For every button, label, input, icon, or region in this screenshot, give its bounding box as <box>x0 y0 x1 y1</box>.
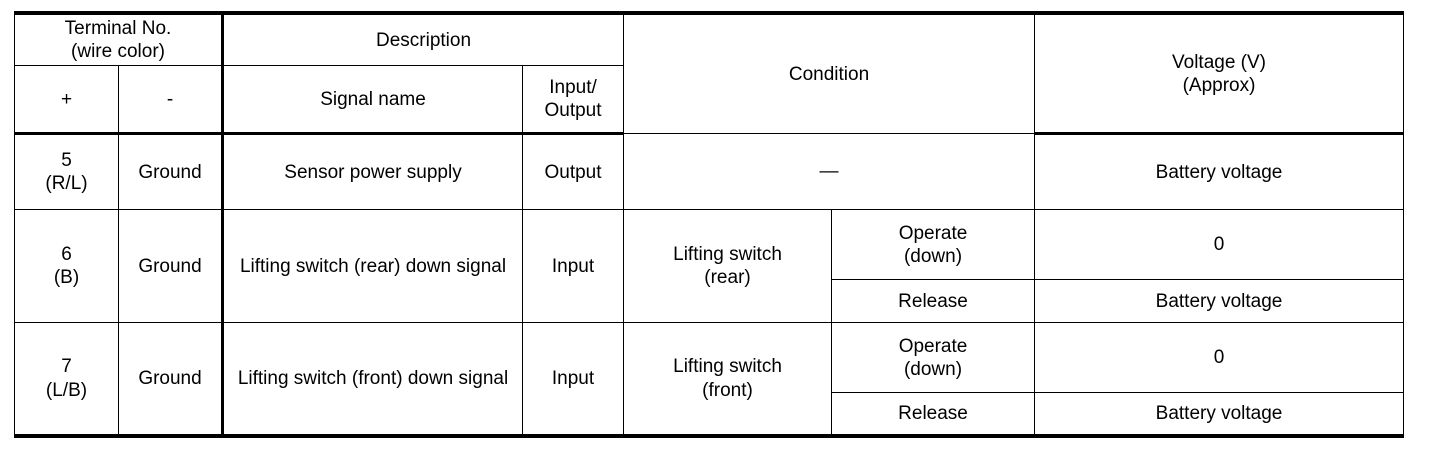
cell-terminal-plus: 7 (L/B) <box>14 322 119 438</box>
cell-input-output: Output <box>521 133 625 211</box>
header-row-sub: + - Signal name Input/ Output <box>14 65 1404 136</box>
condition-group-line2: (rear) <box>704 267 751 289</box>
cell-condition-group: Lifting switch (rear) <box>623 209 833 324</box>
cell-terminal-minus: Ground <box>118 133 224 211</box>
condition-group-line2: (front) <box>702 379 753 401</box>
condition-group-line1: Lifting switch <box>673 356 782 378</box>
terminal-voltage-table: Terminal No. (wire color) Description Co… <box>14 11 1405 438</box>
header-input-output-line1: Input/ <box>549 77 597 99</box>
cell-terminal-plus: 6 (B) <box>14 209 119 324</box>
header-signal-name: Signal name <box>222 65 523 136</box>
header-voltage-line1: Voltage (V) <box>1172 51 1267 73</box>
cell-terminal-minus: Ground <box>118 209 224 324</box>
condition-state-line2: (down) <box>903 358 963 380</box>
header-terminal-no: Terminal No. (wire color) <box>14 11 224 67</box>
header-condition: Condition <box>623 11 1036 135</box>
header-description: Description <box>221 11 625 67</box>
terminal-plus-number: 6 <box>61 244 72 266</box>
cell-voltage: Battery voltage <box>1034 133 1405 211</box>
terminal-plus-number: 7 <box>61 356 72 378</box>
header-terminal-plus: + <box>14 65 119 136</box>
header-input-output: Input/ Output <box>521 65 625 136</box>
cell-condition-state: Release <box>831 392 1036 438</box>
cell-condition-group: Lifting switch (front) <box>623 322 833 438</box>
cell-terminal-plus: 5 (R/L) <box>14 133 119 211</box>
table-row: 5 (R/L) Ground Sensor power supply Outpu… <box>14 133 1405 211</box>
header-row-top: Terminal No. (wire color) Description Co… <box>14 11 1405 136</box>
header-voltage-line2: (Approx) <box>1182 74 1256 96</box>
header-terminal-no-line2: (wire color) <box>71 41 165 63</box>
cell-voltage: 0 <box>1034 322 1405 394</box>
cell-voltage: 0 <box>1034 209 1405 281</box>
table-row: 7 (L/B) Ground Lifting switch (front) do… <box>14 322 1405 438</box>
table-row: Release Battery voltage <box>15 392 1405 438</box>
cell-condition-state: Release <box>831 279 1036 324</box>
header-terminal-minus: - <box>118 65 224 136</box>
cell-condition-merged: — <box>623 133 1036 211</box>
condition-state-line1: Operate <box>898 335 968 357</box>
cell-voltage: Battery voltage <box>1034 392 1405 438</box>
condition-state-line1: Operate <box>898 222 968 244</box>
cell-signal-name: Sensor power supply <box>222 133 523 211</box>
cell-signal-name: Lifting switch (front) down signal <box>222 322 523 438</box>
cell-terminal-minus: Ground <box>118 322 224 438</box>
header-input-output-line2: Output <box>544 100 602 122</box>
terminal-plus-wire-color: (L/B) <box>45 379 88 401</box>
terminal-plus-wire-color: (B) <box>53 267 80 289</box>
cell-input-output: Input <box>521 209 625 324</box>
table-row: 6 (B) Ground Lifting switch (rear) down … <box>14 209 1405 324</box>
header-terminal-no-line1: Terminal No. <box>64 18 172 39</box>
cell-signal-name: Lifting switch (rear) down signal <box>222 209 523 324</box>
cell-condition-state: Operate (down) <box>831 209 1036 281</box>
cell-input-output: Input <box>521 322 625 438</box>
condition-state-line2: (down) <box>903 245 963 267</box>
terminal-plus-wire-color: (R/L) <box>45 173 88 195</box>
terminal-plus-number: 5 <box>61 150 72 172</box>
cell-condition-state: Operate (down) <box>831 322 1036 394</box>
header-voltage: Voltage (V) (Approx) <box>1034 11 1405 136</box>
cell-voltage: Battery voltage <box>1034 279 1405 324</box>
condition-group-line1: Lifting switch <box>673 244 782 266</box>
